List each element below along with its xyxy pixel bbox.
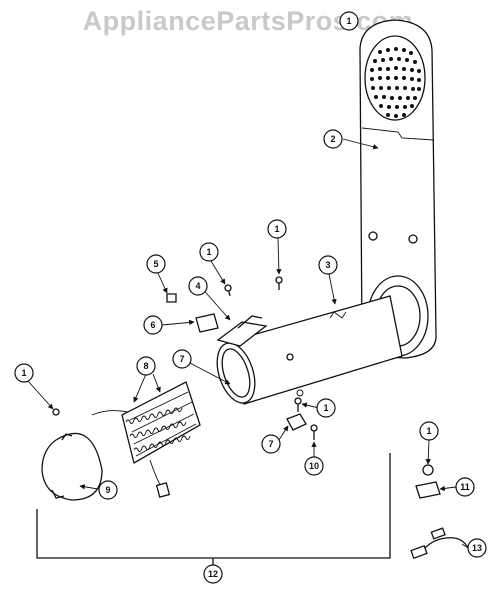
callout-1-b: 1 [199, 242, 219, 262]
callout-1-d: 1 [316, 398, 336, 418]
grille-holes [370, 47, 421, 118]
svg-text:4: 4 [195, 281, 200, 291]
leader-lines [27, 138, 469, 549]
svg-text:2: 2 [330, 134, 335, 144]
svg-text:9: 9 [105, 485, 110, 495]
svg-text:3: 3 [325, 260, 330, 270]
callout-2: 2 [323, 129, 343, 149]
svg-text:1: 1 [346, 16, 351, 26]
callout-1-c: 1 [14, 363, 34, 383]
svg-text:6: 6 [150, 320, 155, 330]
callout-11: 11 [455, 477, 475, 497]
svg-text:1: 1 [21, 368, 26, 378]
callout-7-a: 7 [172, 349, 192, 369]
svg-text:7: 7 [179, 354, 184, 364]
callout-1-top: 1 [339, 11, 359, 31]
svg-text:13: 13 [472, 543, 482, 553]
svg-text:8: 8 [143, 361, 148, 371]
svg-text:7: 7 [268, 439, 273, 449]
svg-text:11: 11 [460, 482, 470, 492]
svg-text:1: 1 [426, 426, 431, 436]
svg-text:12: 12 [208, 569, 218, 579]
callout-1-a: 1 [267, 219, 287, 239]
callout-5: 5 [146, 254, 166, 274]
callout-1-e: 1 [419, 421, 439, 441]
callout-8: 8 [136, 356, 156, 376]
svg-text:5: 5 [153, 259, 158, 269]
heater-housing [216, 295, 403, 405]
callout-6: 6 [143, 315, 163, 335]
callout-9: 9 [98, 480, 118, 500]
callout-7-b: 7 [261, 434, 281, 454]
callout-12: 12 [203, 564, 223, 584]
callout-10: 10 [304, 456, 324, 476]
small-hardware [52, 276, 469, 559]
heating-element [91, 381, 201, 498]
heater-cover [41, 432, 103, 501]
callout-3: 3 [318, 255, 338, 275]
svg-text:10: 10 [309, 461, 319, 471]
duct-panel [359, 19, 437, 359]
svg-text:1: 1 [274, 224, 279, 234]
svg-text:1: 1 [323, 403, 328, 413]
callout-13: 13 [467, 538, 487, 558]
svg-text:1: 1 [206, 247, 211, 257]
callout-4: 4 [188, 276, 208, 296]
